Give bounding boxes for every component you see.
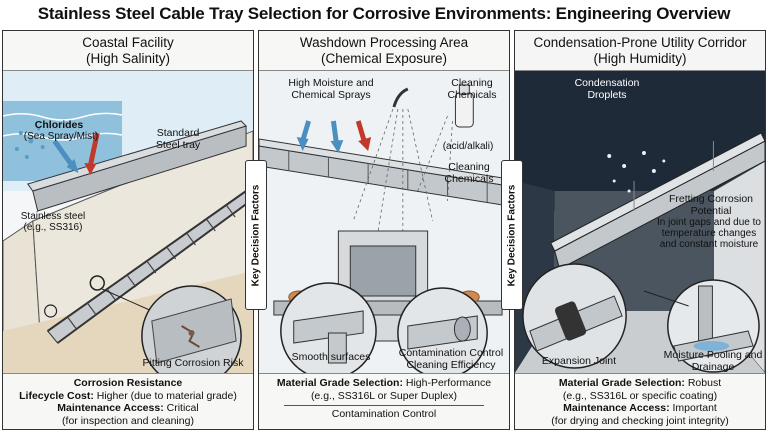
label-chlorides: Chlorides [34,119,84,131]
key-decision-factors-tab-left: Key Decision Factors [245,160,267,310]
corridor-scene-illustration [515,71,765,373]
label-condensation-droplets: Condensation Droplets [574,77,640,101]
label-sea-spray: (Sea Spray/Mist) [23,131,99,142]
label-acid-alkali: (acid/alkali) [442,141,494,152]
label-fretting-title: Fretting Corrosion Potential [668,193,754,217]
key-decision-factors-tab-right: Key Decision Factors [501,160,523,310]
panel-heading: Washdown Processing Area (Chemical Expos… [259,31,509,71]
panel-footer: Corrosion Resistance Lifecycle Cost: Hig… [3,373,253,429]
label-expansion-joint: Expansion Joint [541,355,617,367]
panel-coastal: Coastal Facility (High Salinity) [2,30,254,430]
panel-corridor: Condensation-Prone Utility Corridor (Hig… [514,30,766,430]
panel-heading: Condensation-Prone Utility Corridor (Hig… [515,31,765,71]
label-contamination: Contamination Control Cleaning Efficienc… [398,347,504,371]
panel-washdown: Washdown Processing Area (Chemical Expos… [258,30,510,430]
label-pitting: Pitting Corrosion Risk [142,357,244,369]
label-smooth-surfaces: Smooth surfaces [291,351,371,363]
label-cleaning-chemicals-top: Cleaning Chemicals [447,77,497,101]
label-moisture-pooling: Moisture Pooling and Drainage [663,349,763,373]
label-standard-tray: Standard Steel tray [155,127,201,151]
label-stainless: Stainless steel [20,211,86,222]
panel-heading: Coastal Facility (High Salinity) [3,31,253,71]
coastal-scene-illustration [3,71,253,373]
panel-footer: Material Grade Selection: Robust (e.g., … [515,373,765,429]
label-cleaning-chemicals-mid: Cleaning Chemicals [444,161,494,185]
washdown-scene-illustration [259,71,509,373]
label-fretting-desc: In joint gaps and due to temperature cha… [657,217,761,250]
footer-divider [284,405,484,406]
page-title: Stainless Steel Cable Tray Selection for… [37,4,731,23]
label-moisture: High Moisture and Chemical Sprays [288,77,374,101]
panel-footer: Material Grade Selection: High-Performan… [259,373,509,429]
label-stainless-grade: (e.g., SS316) [23,222,83,233]
